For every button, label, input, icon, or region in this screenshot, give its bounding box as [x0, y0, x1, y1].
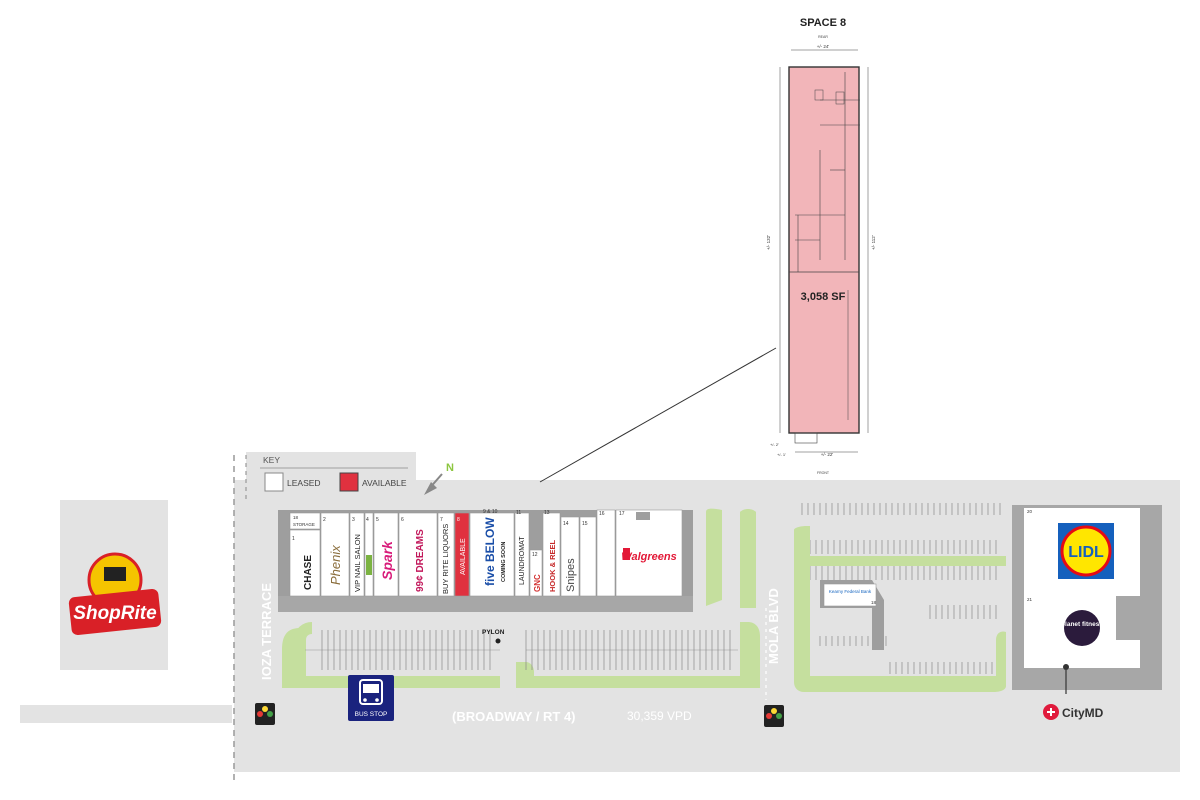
key-title: KEY: [263, 455, 280, 465]
svg-text:17: 17: [619, 511, 625, 517]
unit-9-10[interactable]: 9 & 10 five BELOW COMING SOON: [469, 509, 515, 597]
svg-text:AVAILABLE: AVAILABLE: [460, 538, 467, 575]
shoprite-text: ShopRite: [73, 603, 157, 624]
unit-storage[interactable]: 18 STORAGE: [289, 512, 321, 530]
traffic-light-icon: [255, 703, 275, 725]
svg-text:PYLON: PYLON: [482, 629, 505, 636]
street-west: IOZA TERRACE: [259, 583, 274, 680]
svg-text:14: 14: [563, 521, 569, 527]
svg-text:+/- 2': +/- 2': [770, 442, 779, 447]
unit-15[interactable]: 15: [579, 516, 597, 597]
shoprite-logo[interactable]: ShopRite: [68, 552, 162, 636]
svg-text:STORAGE: STORAGE: [293, 522, 315, 527]
west-road: [20, 705, 232, 723]
svg-text:+/- 22': +/- 22': [821, 452, 834, 457]
citymd-logo[interactable]: CityMD: [1043, 704, 1104, 720]
svg-text:BUY RITE LIQUORS: BUY RITE LIQUORS: [441, 524, 450, 594]
traffic-light-icon: [764, 705, 784, 727]
spark-logo: Spark: [379, 540, 395, 580]
svg-text:3: 3: [352, 517, 355, 523]
five-below-logo: five BELOW: [483, 517, 497, 586]
walgreens-logo: Walgreens: [621, 551, 676, 563]
hook-reel-logo: HOOK & REEL: [548, 539, 557, 592]
unit-2[interactable]: 2 Phenix: [320, 512, 350, 597]
99-dreams-logo: 99¢ DREAMS: [415, 529, 426, 592]
available-swatch: [339, 472, 359, 492]
svg-text:BUS STOP: BUS STOP: [355, 711, 388, 718]
snipes-logo: Snipes: [565, 558, 577, 592]
svg-text:CityMD: CityMD: [1062, 706, 1104, 720]
svg-text:VIP NAIL SALON: VIP NAIL SALON: [353, 534, 362, 592]
svg-text:16: 16: [599, 511, 605, 517]
map-key: KEY LEASED AVAILABLE: [260, 455, 408, 492]
parking-stalls: [321, 503, 1001, 674]
available-label: AVAILABLE: [362, 478, 407, 488]
lidl-store[interactable]: 20 LIDL: [1024, 508, 1140, 596]
svg-text:+/- 132': +/- 132': [766, 235, 771, 250]
space-8-floor-plan[interactable]: SPACE 8 REAR +/- 24' +/- 132' +/- 112' 3…: [766, 17, 876, 475]
gnc-logo: GNC: [533, 574, 542, 592]
svg-text:21: 21: [1027, 597, 1033, 602]
unit-8-available[interactable]: 8 AVAILABLE: [454, 512, 470, 597]
phenix-logo: Phenix: [328, 545, 343, 585]
unit-3[interactable]: 3 VIP NAIL SALON: [349, 512, 365, 597]
unit-11[interactable]: 11 LAUNDROMAT: [514, 510, 530, 597]
svg-text:6: 6: [401, 517, 404, 523]
svg-text:15: 15: [582, 521, 588, 527]
kearny-bank[interactable]: Kearny Federal Bank 18: [820, 580, 884, 650]
unit-14[interactable]: 14 Snipes: [560, 516, 580, 597]
street-east: MOLA BLVD: [766, 588, 781, 664]
unit-6[interactable]: 6 99¢ DREAMS: [398, 512, 438, 597]
unit-1[interactable]: 1 CHASE: [289, 529, 321, 597]
leased-label: LEASED: [287, 478, 321, 488]
unit-13[interactable]: 13 HOOK & REEL: [542, 510, 561, 597]
svg-text:REAR: REAR: [818, 35, 828, 39]
svg-text:8: 8: [457, 517, 460, 523]
unit-5[interactable]: 5 Spark: [373, 512, 399, 597]
svg-text:7: 7: [440, 517, 443, 523]
svg-text:FRONT: FRONT: [817, 471, 830, 475]
svg-text:9 & 10: 9 & 10: [483, 509, 498, 515]
leased-swatch: [264, 472, 284, 492]
svg-text:12: 12: [532, 552, 538, 558]
unit-17-walgreens[interactable]: 17 Walgreens: [615, 509, 683, 597]
parking-front-east: [516, 622, 760, 688]
unit-16[interactable]: 16: [596, 509, 616, 597]
north-arrow-icon: N: [424, 462, 454, 495]
unit-4[interactable]: 4: [364, 512, 374, 597]
svg-text:20: 20: [1027, 509, 1033, 514]
svg-text:4: 4: [366, 517, 369, 523]
space-area: 3,058 SF: [801, 291, 846, 303]
callout-line: [539, 347, 777, 483]
svg-text:+/- 112': +/- 112': [871, 235, 876, 250]
svg-text:5: 5: [376, 517, 379, 523]
street-main: (BROADWAY / RT 4): [452, 709, 576, 724]
svg-text:LIDL: LIDL: [1068, 544, 1104, 561]
unit-12[interactable]: 12 GNC: [529, 549, 543, 597]
svg-text:LAUNDROMAT: LAUNDROMAT: [519, 536, 526, 585]
svg-text:18: 18: [293, 515, 299, 520]
svg-text:planet fitness: planet fitness: [1061, 621, 1103, 628]
pylon-sign: PYLON: [482, 629, 505, 644]
svg-text:COMING SOON: COMING SOON: [501, 542, 507, 582]
svg-text:Kearny Federal Bank: Kearny Federal Bank: [829, 589, 872, 594]
svg-text:+/- 24': +/- 24': [817, 44, 830, 49]
svg-text:18: 18: [871, 600, 877, 605]
planet-fitness-logo: [1064, 610, 1100, 646]
svg-text:2: 2: [323, 517, 326, 523]
traffic-count: 30,359 VPD: [627, 709, 692, 723]
bus-stop-sign[interactable]: BUS STOP: [348, 675, 394, 721]
svg-text:1: 1: [292, 536, 295, 542]
svg-text:11: 11: [516, 510, 521, 516]
chase-logo: CHASE: [303, 555, 314, 590]
planet-fitness-store[interactable]: 21 planet fitness: [1024, 596, 1140, 694]
unit-7[interactable]: 7 BUY RITE LIQUORS: [437, 512, 455, 597]
svg-text:13: 13: [544, 510, 550, 516]
space-8-outline: [788, 66, 860, 434]
space-title: SPACE 8: [800, 17, 846, 29]
north-label: N: [446, 462, 454, 474]
svg-text:+/- 1': +/- 1': [777, 452, 786, 457]
